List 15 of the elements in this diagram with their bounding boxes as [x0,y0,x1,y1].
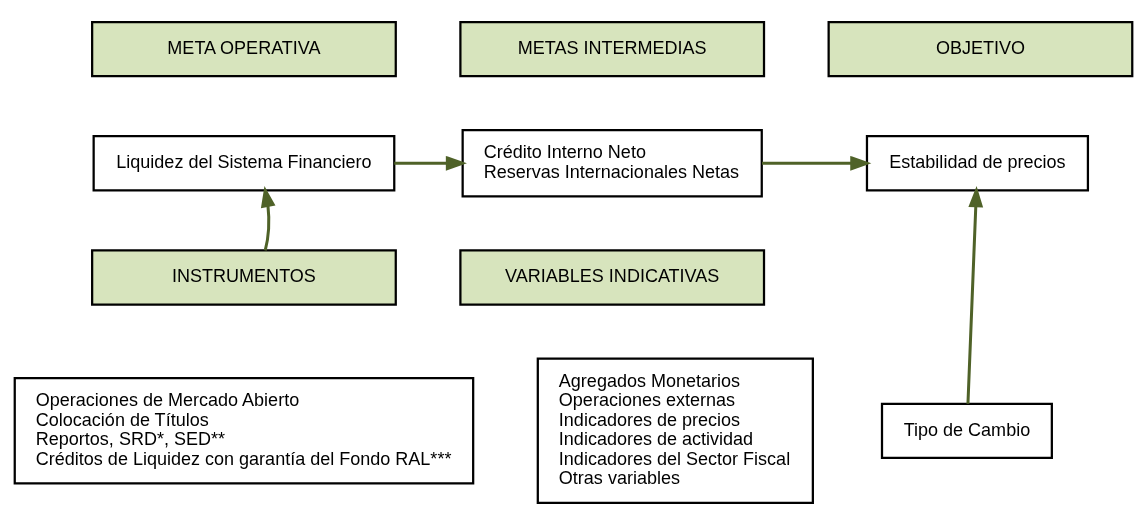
arrow [394,155,467,171]
node-box: OBJETIVO [827,20,1134,77]
node-box: INSTRUMENTOS [91,248,397,306]
arrow [762,155,872,171]
arrow [260,185,276,251]
node-box: META OPERATIVA [91,20,397,77]
arrow [966,185,984,404]
node-box: VARIABLES INDICATIVAS [459,248,766,306]
node-box: Tipo de Cambio [880,402,1053,459]
node-box: Agregados Monetarios Operaciones externas Indicadores de precios Indicadores de actividad Indicadores del Sector Fiscal Otras variables [536,357,814,504]
node-box: Estabilidad de precios [865,134,1090,191]
node-box: METAS INTERMEDIAS [459,20,766,77]
node-box: Crédito Interno Neto Reservas Internacionales Netas [461,128,763,197]
node-box: Liquidez del Sistema Financiero [92,134,396,191]
node-box: Operaciones de Mercado Abierto Colocación de Títulos Reportos, SRD*, SED** Créditos de Liquidez con garantía del Fondo RAL*** [13,376,475,485]
